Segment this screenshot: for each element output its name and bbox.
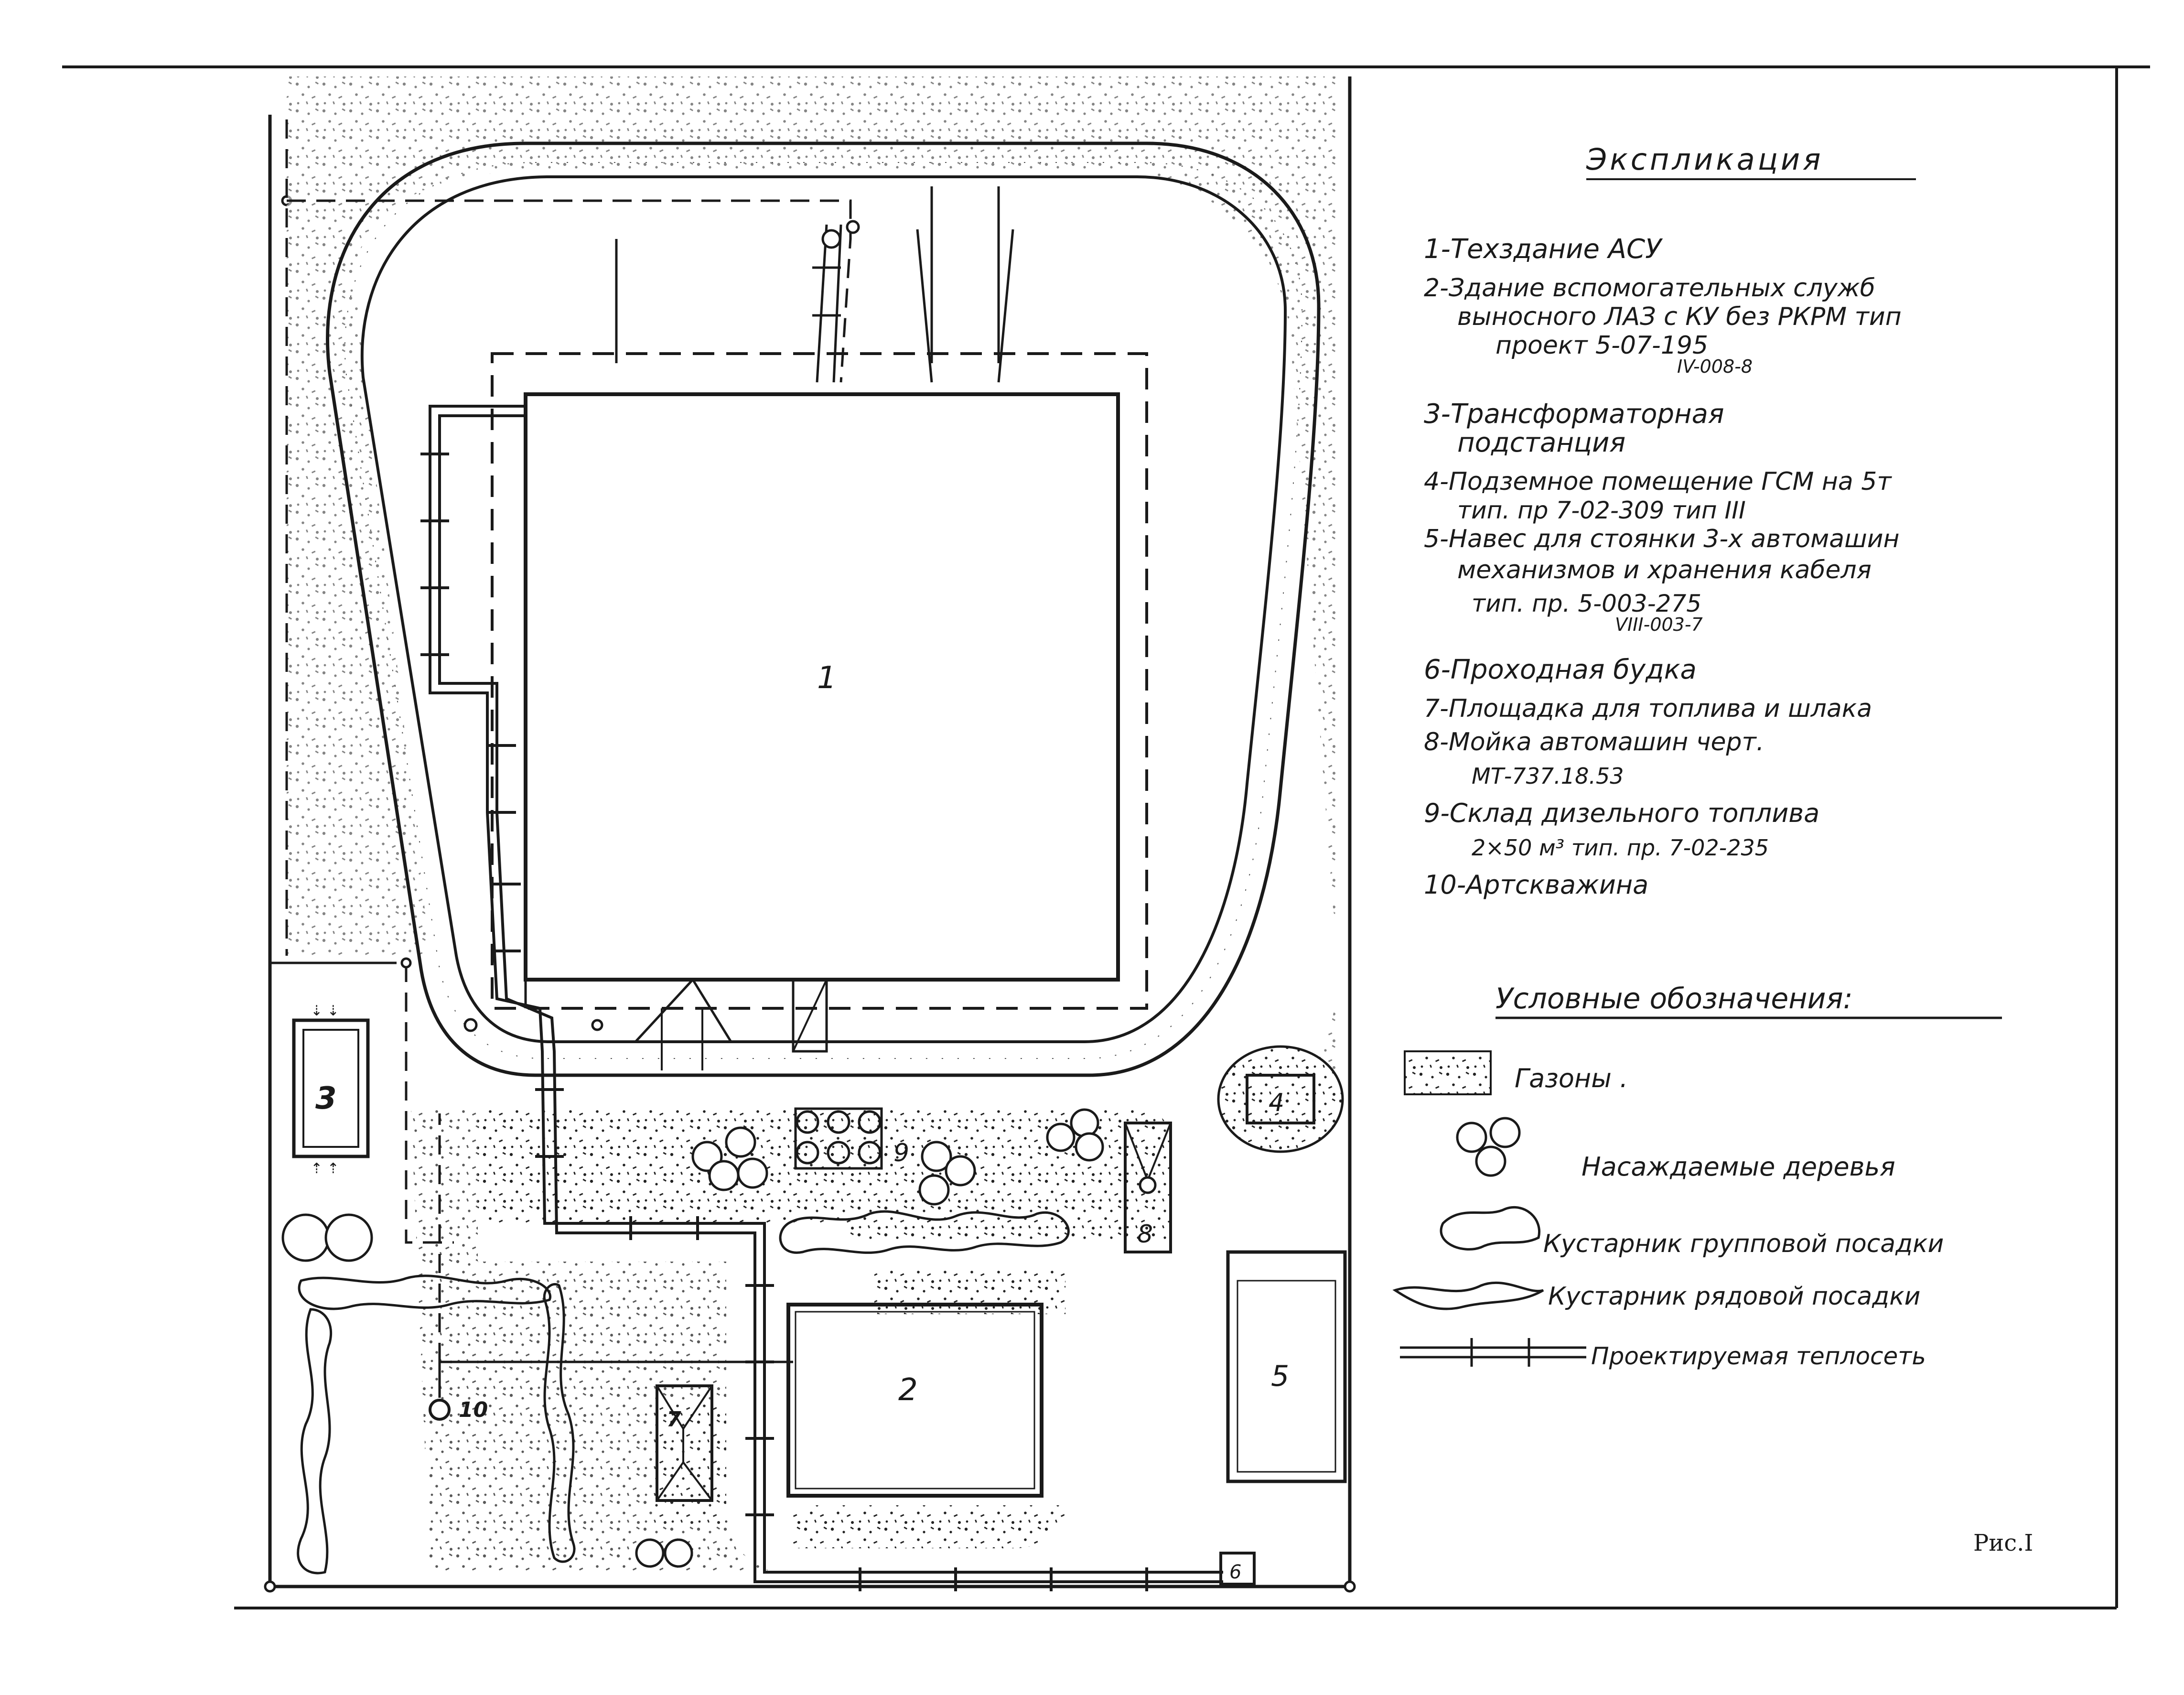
lawns — [287, 76, 1338, 1572]
svg-text:⇣ ⇣: ⇣ ⇣ — [311, 1003, 339, 1019]
building-1-number: 1 — [817, 660, 837, 696]
explication-line-17: МТ-737.18.53 — [1472, 763, 1624, 789]
building-3: 3 ⇣ ⇣ ⇡ ⇡ — [292, 1003, 370, 1177]
explication-line-6: 3-Трансформаторная — [1424, 399, 1724, 430]
site-boundary — [264, 76, 1356, 1593]
legend-item-row-shrubs: Кустарник рядовой посадки — [1548, 1282, 1920, 1311]
building-9-number: 9 — [893, 1139, 909, 1167]
explication-line-1: 1-Техздание АСУ — [1424, 234, 1663, 265]
explication: Экспликация 1-Техздание АСУ 2-Здание всп… — [1424, 142, 1916, 900]
building-8: 8 — [1124, 1122, 1172, 1253]
legend-row-shrub-symbol — [1392, 1281, 1544, 1310]
building-10: 10 — [429, 1398, 488, 1422]
building-7: 7 — [656, 1384, 713, 1502]
building-6-number: 6 — [1229, 1561, 1241, 1583]
legend-tree-symbol — [1456, 1117, 1521, 1177]
explication-line-2: 2-Здание вспомогательных служб — [1424, 274, 1875, 302]
building-7-number: 7 — [667, 1407, 681, 1432]
explication-line-18: 9-Склад дизельного топлива — [1424, 798, 1819, 828]
explication-line-20: 10-Артскважина — [1424, 870, 1648, 900]
explication-line-13: VIII-003-7 — [1615, 614, 1703, 635]
legend-item-heating: Проектируемая теплосеть — [1591, 1342, 1926, 1370]
legend-lawn-symbol — [1404, 1050, 1492, 1095]
building-4-number: 4 — [1269, 1089, 1284, 1117]
legend-title: Условные обозначения: — [1495, 982, 1853, 1015]
legend-item-lawns: Газоны . — [1515, 1063, 1628, 1093]
building-5: 5 — [1226, 1250, 1347, 1483]
explication-line-10: 5-Навес для стоянки 3-х автомашин — [1424, 525, 1900, 553]
explication-line-16: 8-Мойка автомашин черт. — [1424, 728, 1764, 756]
building-4: 4 — [1217, 1045, 1344, 1153]
explication-line-12: тип. пр. 5-003-275 — [1472, 590, 1701, 617]
building-5-number: 5 — [1271, 1360, 1289, 1393]
svg-text:⇡ ⇡: ⇡ ⇡ — [311, 1160, 339, 1177]
explication-line-5: IV-008-8 — [1677, 356, 1753, 377]
building-1: 1 — [491, 186, 1148, 1070]
explication-line-9: тип. пр 7-02-309 тип III — [1457, 497, 1746, 524]
legend-group-shrub-symbol — [1440, 1206, 1540, 1251]
explication-line-15: 7-Площадка для топлива и шлака — [1424, 694, 1872, 723]
building-10-number: 10 — [459, 1398, 488, 1422]
explication-line-7: подстанция — [1457, 427, 1625, 458]
explication-line-8: 4-Подземное помещение ГСМ на 5т — [1424, 467, 1892, 496]
building-8-number: 8 — [1137, 1220, 1153, 1249]
building-9: 9 — [794, 1107, 909, 1170]
explication-title: Экспликация — [1586, 142, 1824, 177]
explication-line-3: выносного ЛАЗ с КУ без РКРМ тип — [1457, 302, 1902, 331]
shrubs — [297, 1210, 1070, 1575]
explication-line-11: механизмов и хранения кабеля — [1457, 556, 1872, 584]
legend: Условные обозначения: Газоны . Насаждаем… — [1392, 982, 2002, 1370]
explication-line-19: 2×50 м³ тип. пр. 7-02-235 — [1472, 835, 1769, 861]
heating-network — [420, 224, 1223, 1591]
figure-label: Рис.I — [1973, 1530, 2033, 1556]
legend-item-trees: Насаждаемые деревья — [1582, 1152, 1895, 1182]
building-2-number: 2 — [898, 1372, 918, 1408]
trees — [281, 1108, 1104, 1568]
explication-line-14: 6-Проходная будка — [1424, 654, 1697, 685]
building-3-number: 3 — [315, 1081, 337, 1116]
water-line — [285, 119, 860, 1398]
building-6: 6 — [1219, 1552, 1256, 1586]
building-2: 2 — [786, 1303, 1044, 1498]
ring-road — [326, 141, 1321, 1077]
explication-line-4: проект 5-07-195 — [1495, 331, 1708, 360]
legend-item-group-shrubs: Кустарник групповой посадки — [1543, 1230, 1944, 1258]
legend-heating-symbol — [1400, 1338, 1586, 1367]
